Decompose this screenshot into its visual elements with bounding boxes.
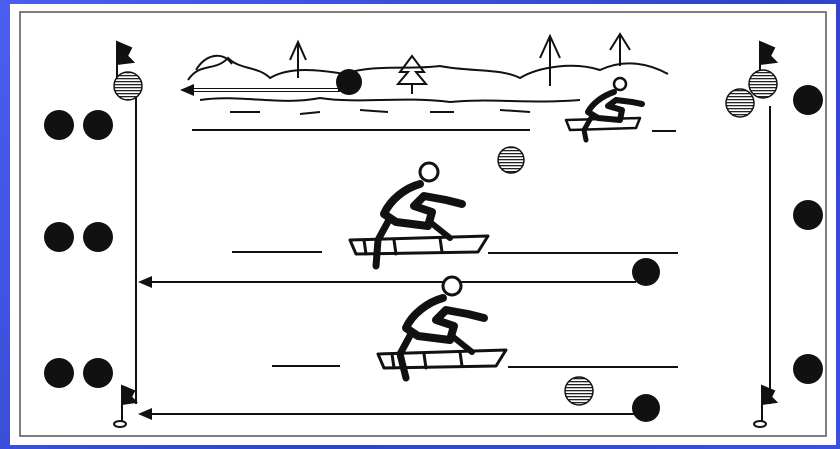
striped-marker <box>726 89 754 117</box>
player-dot <box>83 358 113 388</box>
arrow-left-icon <box>138 408 152 420</box>
flag-icon <box>754 386 776 427</box>
striped-marker <box>498 147 524 173</box>
arrow-left-icon <box>138 276 152 288</box>
bottom-arrow <box>138 408 636 420</box>
sled-rider-icon <box>378 277 506 378</box>
player-dot <box>793 354 823 384</box>
arrow-left-icon <box>180 84 194 96</box>
sled-rider-icon <box>566 78 642 140</box>
player-dot <box>336 69 362 95</box>
player-dot <box>632 258 660 286</box>
tree-icon <box>398 56 426 94</box>
player-dot <box>793 85 823 115</box>
striped-marker <box>114 72 142 100</box>
player-dot <box>83 110 113 140</box>
right-player-group <box>793 85 823 384</box>
player-dot <box>83 222 113 252</box>
sled-rider-icon <box>350 163 488 266</box>
player-dot <box>44 222 74 252</box>
middle-arrow <box>138 276 636 288</box>
top-arrow <box>180 84 340 96</box>
player-dot <box>793 200 823 230</box>
player-dot <box>44 358 74 388</box>
player-dot <box>44 110 74 140</box>
player-dot <box>632 394 660 422</box>
flag-icon <box>114 386 136 427</box>
left-player-group <box>44 110 113 388</box>
striped-marker <box>749 70 777 98</box>
striped-marker <box>565 377 593 405</box>
